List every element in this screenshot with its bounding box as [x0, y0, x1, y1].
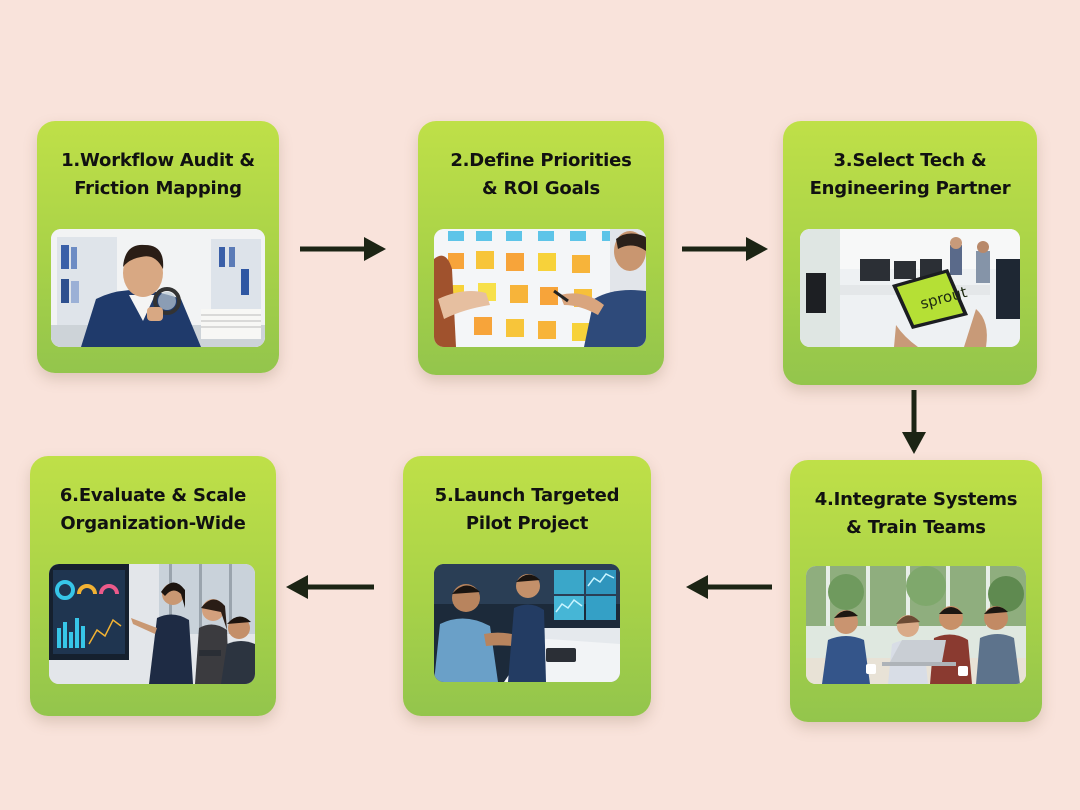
step-photo-6: [49, 564, 255, 684]
step-photo-2: [434, 229, 646, 347]
arrow-right-icon: [682, 237, 768, 261]
step-title-6: 6.Evaluate & Scale Organization-Wide: [59, 485, 247, 534]
step-title-5: 5.Launch Targeted Pilot Project: [434, 485, 620, 534]
step-title-3: 3.Select Tech & Engineering Partner: [809, 150, 1011, 199]
step-card-1: 1.Workflow Audit & Friction Mapping: [37, 121, 279, 373]
step-title-1: 1.Workflow Audit & Friction Mapping: [61, 150, 255, 199]
arrow-down-icon: [902, 390, 926, 454]
step-card-4: 4.Integrate Systems & Train Teams: [790, 460, 1042, 722]
step-title-4: 4.Integrate Systems & Train Teams: [814, 489, 1018, 538]
step-photo-5: [434, 564, 620, 682]
step-title-2: 2.Define Priorities & ROI Goals: [450, 150, 632, 199]
step-photo-3: sprout: [800, 229, 1020, 347]
arrow-left-icon: [286, 575, 374, 599]
step-card-2: 2.Define Priorities & ROI Goals: [418, 121, 664, 375]
arrow-right-icon: [300, 237, 386, 261]
step-photo-1: [51, 229, 265, 347]
arrow-left-icon: [686, 575, 772, 599]
step-card-3: 3.Select Tech & Engineering Partner spro…: [783, 121, 1037, 385]
step-photo-4: [806, 566, 1026, 684]
step-card-5: 5.Launch Targeted Pilot Project: [403, 456, 651, 716]
step-card-6: 6.Evaluate & Scale Organization-Wide: [30, 456, 276, 716]
